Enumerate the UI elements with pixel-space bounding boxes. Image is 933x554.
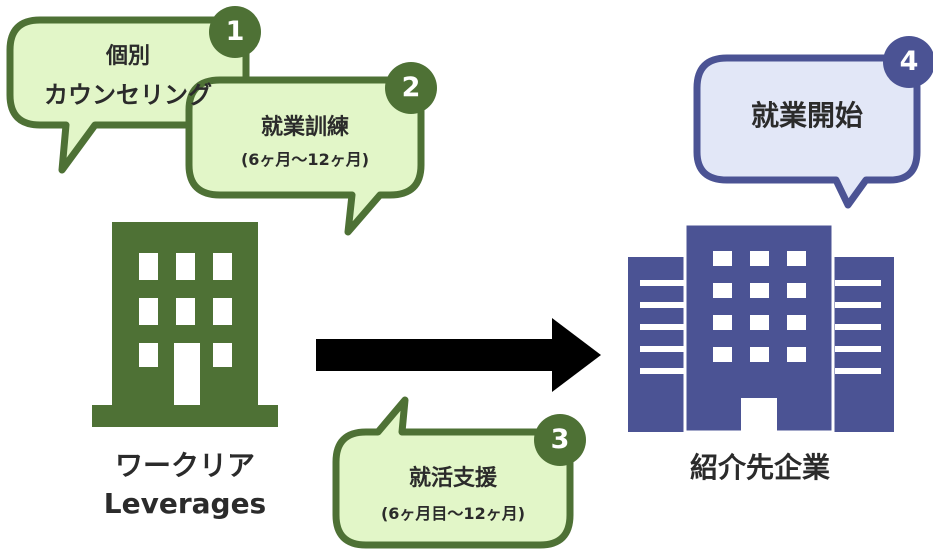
step-2-number-badge bbox=[385, 62, 437, 114]
step-1-number: 1 bbox=[225, 16, 245, 47]
destination-building-icon bbox=[628, 222, 894, 434]
step-1-label-line-1: 個別 bbox=[105, 44, 150, 69]
step-2-label-line-1: 就業訓練 bbox=[260, 115, 349, 140]
step-4-label: 就業開始 bbox=[750, 99, 863, 132]
step-3-number-badge bbox=[534, 414, 586, 466]
step-4-number-badge bbox=[883, 36, 933, 88]
destination-label: 紹介先企業 bbox=[689, 451, 830, 484]
step-3-label-line-1: 就活支援 bbox=[408, 466, 497, 491]
step-2-label-line-2: (6ヶ月〜12ヶ月) bbox=[240, 150, 370, 169]
step-1-label-line-2: カウンセリング bbox=[44, 81, 212, 109]
step-3-label-line-2: (6ヶ月目〜12ヶ月) bbox=[380, 504, 526, 523]
step-3-number: 3 bbox=[550, 424, 570, 455]
step-4-number: 4 bbox=[899, 46, 919, 77]
origin-label-line-2: Leverages bbox=[103, 487, 267, 520]
origin-building-icon bbox=[92, 222, 278, 427]
step-1-number-badge bbox=[209, 6, 261, 58]
origin-label-line-1: ワークリア bbox=[114, 449, 255, 482]
step-2-number: 2 bbox=[401, 72, 421, 103]
flow-arrow bbox=[316, 318, 601, 392]
